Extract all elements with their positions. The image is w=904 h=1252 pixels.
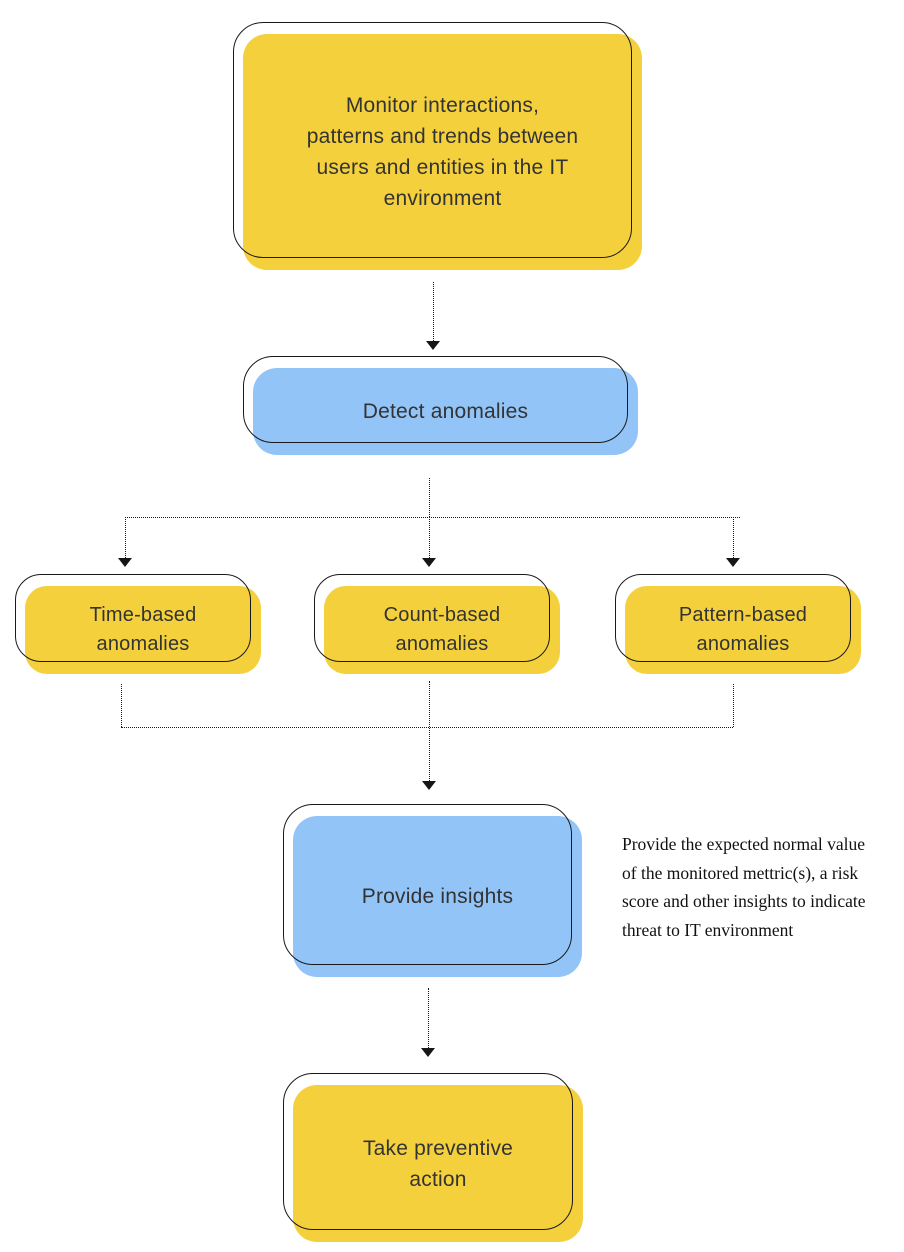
label-line: anomalies <box>96 633 190 655</box>
node-outline <box>283 804 572 965</box>
node-count-based-anomalies: Count-based anomalies <box>314 574 560 674</box>
node-fill <box>253 368 638 455</box>
edge-branch-horizontal <box>125 517 740 518</box>
annotation-line: Provide the expected normal value <box>622 834 865 854</box>
node-pattern-based-anomalies: Pattern-based anomalies <box>615 574 861 674</box>
label-line: Detect anomalies <box>362 400 529 423</box>
label-line: anomalies <box>696 633 790 655</box>
arrowhead-count <box>422 558 436 567</box>
annotation-line: of the monitored mettric(s), a risk <box>622 862 859 883</box>
node-fill <box>324 586 560 674</box>
annotation-provide-insights: Provide the expected normal value of the… <box>622 830 904 944</box>
edge-insights-action <box>428 988 429 1048</box>
arrowhead-insights <box>422 781 436 790</box>
node-time-based-anomalies: Time-based anomalies <box>15 574 261 674</box>
edge-detect-branch-stem <box>429 478 430 517</box>
edge-branch-drop-count <box>429 517 430 558</box>
edge-converge-from-time <box>121 684 122 727</box>
node-monitor: Monitor interactions, patterns and trend… <box>233 22 642 270</box>
edge-branch-drop-time <box>125 517 126 558</box>
node-provide-insights: Provide insights <box>283 804 582 977</box>
node-label: Count-based anomalies <box>324 586 560 674</box>
node-label: Provide insights <box>293 816 582 977</box>
arrowhead-detect <box>426 341 440 350</box>
label-line: anomalies <box>395 633 489 655</box>
arrowhead-time <box>118 558 132 567</box>
node-fill <box>625 586 861 674</box>
label-line: Take preventive <box>362 1136 514 1160</box>
node-outline <box>243 356 628 443</box>
node-take-preventive-action: Take preventive action <box>283 1073 583 1242</box>
node-label: Pattern-based anomalies <box>625 586 861 674</box>
node-outline <box>15 574 251 662</box>
edge-monitor-detect <box>433 282 434 341</box>
node-fill <box>293 816 582 977</box>
node-fill <box>293 1085 583 1242</box>
label-line: users and entities in the IT <box>316 156 569 179</box>
node-outline <box>615 574 851 662</box>
edge-converge-from-pattern <box>733 684 734 727</box>
label-line: Time-based <box>89 604 197 626</box>
node-outline <box>233 22 632 258</box>
node-outline <box>314 574 550 662</box>
edge-branch-drop-pattern <box>733 517 734 558</box>
node-label: Take preventive action <box>293 1085 583 1242</box>
node-outline <box>283 1073 573 1230</box>
edge-converge-stem <box>429 681 430 781</box>
node-fill <box>243 34 642 270</box>
node-detect-anomalies: Detect anomalies <box>243 356 638 455</box>
label-line: Provide insights <box>361 885 514 908</box>
label-line: environment <box>383 187 502 210</box>
label-line: patterns and trends between <box>306 125 579 148</box>
node-fill <box>25 586 261 674</box>
node-label: Detect anomalies <box>253 368 638 455</box>
label-line: Pattern-based <box>678 604 808 626</box>
label-line: Count-based <box>383 604 501 626</box>
annotation-line: threat to IT environment <box>622 919 794 940</box>
edge-converge-horizontal <box>121 727 733 728</box>
arrowhead-action <box>421 1048 435 1057</box>
label-line: Monitor interactions, <box>345 94 540 117</box>
label-line: action <box>409 1167 467 1191</box>
node-label: Time-based anomalies <box>25 586 261 674</box>
annotation-line: score and other insights to indicate <box>622 891 866 911</box>
node-label: Monitor interactions, patterns and trend… <box>243 34 642 270</box>
arrowhead-pattern <box>726 558 740 567</box>
